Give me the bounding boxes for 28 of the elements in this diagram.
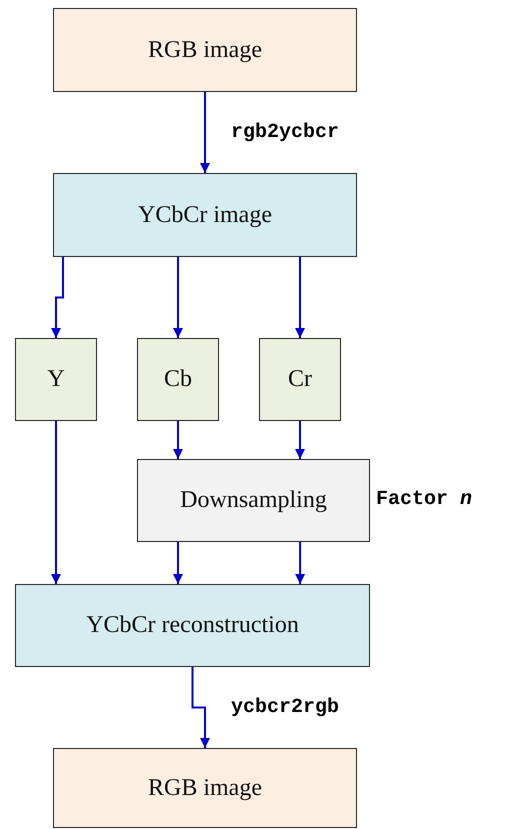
process-box <box>15 584 370 667</box>
process-box <box>259 338 341 421</box>
box-label: RGB image <box>148 36 262 64</box>
arrow <box>51 421 61 584</box>
process-box <box>53 173 357 257</box>
box-label: YCbCr image <box>138 202 272 228</box>
arrow <box>295 542 306 584</box>
arrow <box>51 257 64 338</box>
box-label: RGB image <box>148 774 262 802</box>
arrow <box>173 542 183 584</box>
box-label: Cb <box>164 366 192 393</box>
box-label: Downsampling <box>180 487 327 514</box>
process-box <box>15 338 97 421</box>
arrow <box>295 257 305 338</box>
arrow <box>173 421 183 459</box>
box-label: Y <box>47 366 65 393</box>
process-box <box>53 748 357 828</box>
arrow <box>200 92 210 173</box>
arrow <box>192 667 210 748</box>
process-box <box>137 459 370 542</box>
arrow <box>295 421 305 459</box>
edge-label: ycbcr2rgb <box>231 696 340 718</box>
process-box <box>137 338 219 421</box>
process-box <box>53 8 357 92</box>
edge-label: rgb2ycbcr <box>231 122 340 144</box>
box-label: Cr <box>288 366 312 393</box>
box-label: YCbCr reconstruction <box>86 612 299 639</box>
arrow <box>173 257 183 338</box>
